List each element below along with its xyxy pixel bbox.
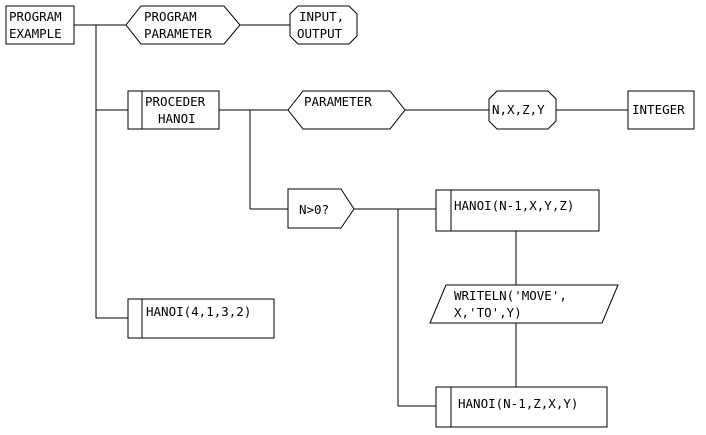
hanoi-call-1-box: HANOI(N-1,X,Y,Z)	[435, 189, 600, 232]
program-parameter-label-line-1: PROGRAM	[144, 9, 197, 24]
writeln-label-line-1: WRITELN('MOVE',	[454, 288, 567, 303]
input-output-label-line-1: INPUT,	[299, 9, 344, 24]
program-parameter-label-line-2: PARAMETER	[144, 26, 212, 41]
proceder-hanoi-label-line-2: HANOI	[158, 111, 196, 126]
connectors	[74, 24, 628, 407]
program-example-label-line-2: EXAMPLE	[9, 26, 62, 41]
condition-shape: N>0?	[287, 188, 355, 229]
program-example-box: PROGRAM EXAMPLE	[5, 5, 75, 45]
integer-box: INTEGER	[627, 90, 695, 130]
program-parameter-hexagon: PROGRAM PARAMETER	[125, 5, 241, 45]
parameter-hexagon: PARAMETER	[287, 90, 406, 130]
writeln-parallelogram: WRITELN('MOVE', X,'TO',Y)	[429, 284, 619, 324]
params-octagon: N,X,Z,Y	[488, 90, 557, 130]
hanoi-call-2-label: HANOI(N-1,Z,X,Y)	[458, 396, 578, 411]
condition-label: N>0?	[299, 202, 329, 217]
program-example-label-line-1: PROGRAM	[9, 9, 62, 24]
parameter-label: PARAMETER	[304, 94, 372, 109]
main-call-box: HANOI(4,1,3,2)	[127, 298, 275, 339]
proceder-hanoi-label-line-1: PROCEDER	[145, 94, 206, 109]
hanoi-call-1-label: HANOI(N-1,X,Y,Z)	[454, 198, 574, 213]
input-output-label-line-2: OUTPUT	[297, 26, 343, 41]
proceder-hanoi-box: PROCEDER HANOI	[127, 90, 220, 130]
integer-label: INTEGER	[632, 102, 685, 117]
input-output-octagon: INPUT, OUTPUT	[289, 5, 358, 45]
main-call-label: HANOI(4,1,3,2)	[146, 304, 251, 319]
hanoi-call-2-box: HANOI(N-1,Z,X,Y)	[435, 386, 608, 428]
params-label: N,X,Z,Y	[492, 102, 545, 117]
writeln-label-line-2: X,'TO',Y)	[454, 305, 522, 320]
